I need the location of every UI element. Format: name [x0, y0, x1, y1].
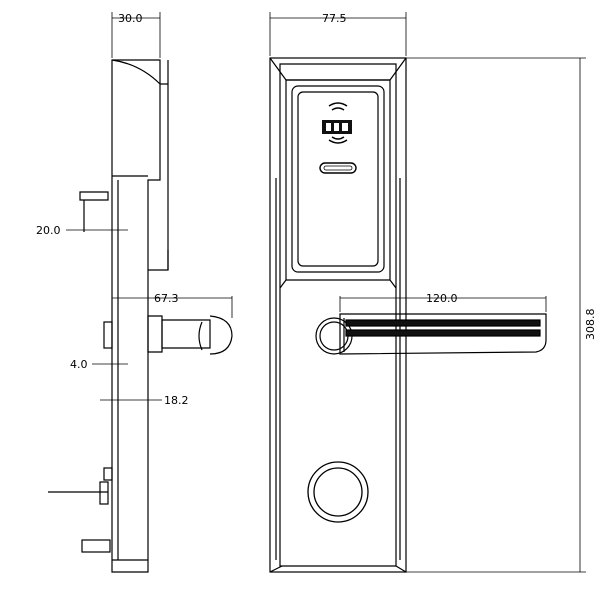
side-dimensions: [66, 12, 233, 401]
reader-panel-lower-bevel: [279, 279, 397, 289]
handle-side-body: [161, 319, 211, 349]
side-plate: [111, 59, 161, 573]
handle-side-curve: [198, 321, 203, 351]
latch-bolt-bottom: [81, 539, 111, 553]
front-handle: [315, 313, 547, 355]
side-view: [48, 59, 233, 573]
side-block: [103, 321, 113, 349]
side-step: [148, 250, 169, 271]
latch-bolt-top: [79, 191, 109, 201]
bevel-bottom-left: [269, 565, 283, 573]
key-cylinder-icon: [307, 461, 369, 523]
handle-side-end: [209, 315, 233, 355]
dim-side-width: 30.0: [118, 12, 143, 25]
dim-handle-depth: 67.3: [154, 292, 179, 305]
handle-side-neck: [147, 315, 163, 353]
bevel-bottom-right: [395, 565, 407, 573]
deadbolt-cap: [103, 467, 113, 481]
side-top-cap: [111, 59, 169, 85]
handle-lever: [339, 313, 547, 355]
card-slot-icon: [319, 162, 357, 174]
reader-glass: [291, 85, 385, 273]
dim-total-height: 308.8: [584, 309, 597, 341]
side-dimension-labels: 30.0 20.0 67.3 4.0 18.2: [36, 12, 189, 407]
deadbolt-mount: [99, 481, 109, 505]
handle-stripe-1: [345, 319, 541, 327]
reader-glass-inner: [297, 91, 379, 267]
front-view: [269, 57, 407, 573]
card-reader-logo-icon: [322, 120, 352, 134]
dim-side-offset: 20.0: [36, 224, 61, 237]
handle-stripe-2: [345, 329, 541, 337]
dim-front-width: 77.5: [322, 12, 347, 25]
front-dimension-labels: 77.5 120.0 308.8: [322, 12, 597, 340]
front-plate-outer: [269, 57, 407, 573]
card-slot-inner: [323, 165, 353, 171]
rfid-wave-bottom-icon: [328, 136, 348, 144]
dim-spindle: 18.2: [164, 394, 189, 407]
bevel-top: [269, 57, 407, 81]
reader-panel-outer: [285, 79, 391, 281]
rfid-wave-icon: [328, 102, 348, 111]
dim-thickness: 4.0: [70, 358, 88, 371]
dim-handle-length: 120.0: [426, 292, 458, 305]
front-dimensions: [269, 12, 586, 573]
